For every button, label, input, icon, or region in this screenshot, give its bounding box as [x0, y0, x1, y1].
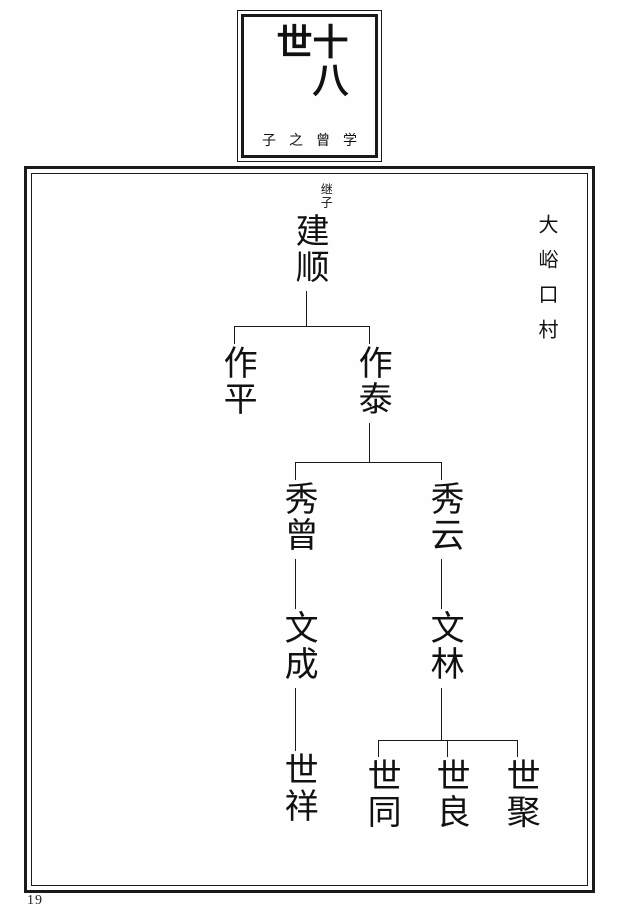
generation-title: 十八世	[271, 23, 348, 99]
tree-node-gen5-left: 世祥	[279, 752, 317, 824]
tree-node-root: 建顺	[290, 213, 328, 285]
connector-gen2-horizontal	[234, 326, 370, 327]
connector-gen3left-down	[295, 559, 296, 609]
connector-gen5-stub-3	[517, 740, 518, 757]
village-label: 大峪口村	[535, 214, 557, 354]
connector-gen2right-down	[369, 423, 370, 462]
connector-gen2-right-stub	[369, 326, 370, 344]
generation-title-box: 十八世 子之曾学	[237, 10, 382, 162]
connector-gen5-stub-1	[378, 740, 379, 757]
tree-node-gen3-right: 秀云	[425, 481, 463, 553]
connector-gen5-stub-2	[447, 740, 448, 757]
connector-gen3-right-stub	[441, 462, 442, 480]
tree-node-gen5-right-1: 世同	[362, 758, 400, 830]
tree-node-gen5-right-3: 世聚	[501, 758, 539, 830]
connector-gen4left-down	[295, 688, 296, 751]
connector-root-down	[306, 291, 307, 326]
page-number: 19	[27, 893, 43, 908]
connector-gen3-horizontal	[295, 462, 442, 463]
generation-subtitle: 子之曾学	[262, 134, 370, 149]
adopted-son-note: 继子	[319, 183, 334, 209]
tree-border-box-inner	[31, 173, 588, 886]
connector-gen5-horizontal	[378, 740, 518, 741]
tree-node-gen5-right-2: 世良	[431, 758, 469, 830]
tree-node-gen3-left: 秀曾	[279, 481, 317, 553]
connector-gen3-left-stub	[295, 462, 296, 480]
connector-gen3right-down	[441, 559, 442, 609]
tree-node-gen4-right: 文林	[425, 610, 463, 682]
tree-node-gen4-left: 文成	[279, 610, 317, 682]
connector-gen4right-down	[441, 688, 442, 740]
connector-gen2-left-stub	[234, 326, 235, 344]
generation-title-box-inner: 十八世 子之曾学	[241, 14, 378, 158]
tree-node-gen2-right: 作泰	[353, 345, 391, 417]
tree-border-box	[24, 166, 595, 893]
tree-node-gen2-left: 作平	[218, 345, 256, 417]
